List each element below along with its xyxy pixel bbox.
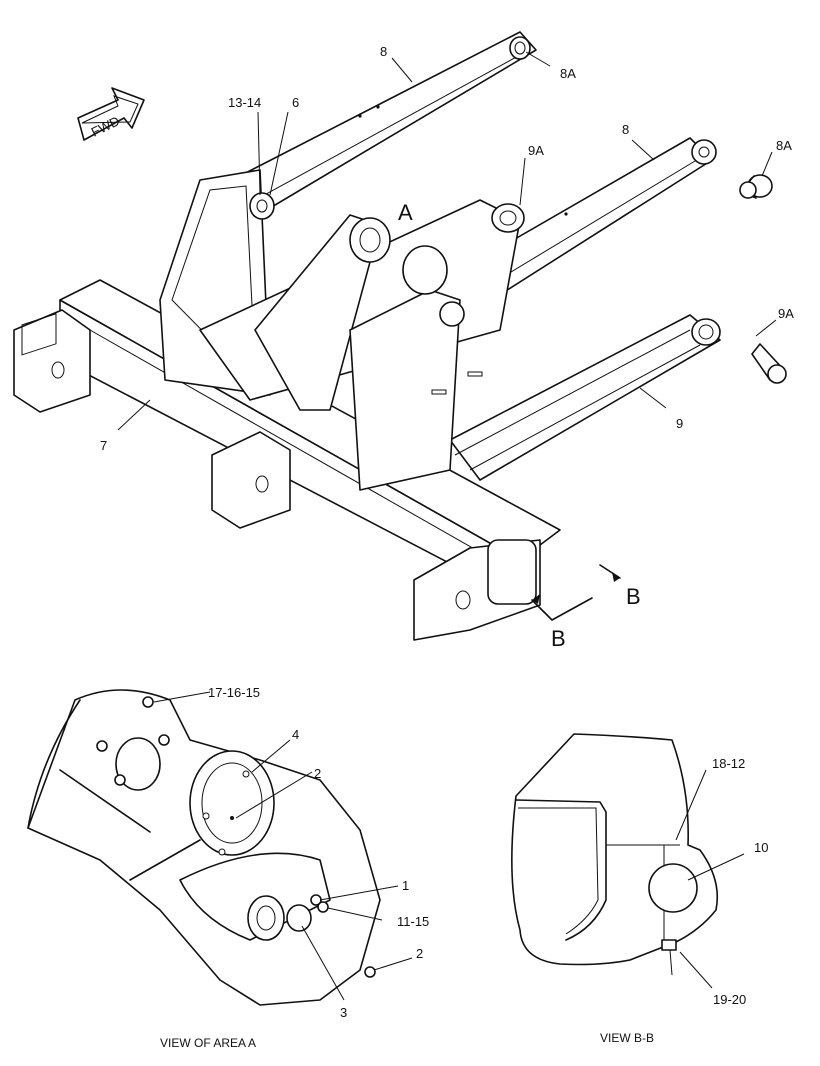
callout-6: 6 bbox=[292, 95, 299, 110]
callout-17-16-15: 17-16-15 bbox=[208, 685, 260, 700]
detail-view-a: 17-16-15 4 2 1 11-15 2 3 VIEW OF AREA A bbox=[27, 685, 429, 1050]
callout-9a-upper: 9A bbox=[528, 143, 544, 158]
caption-view-b: VIEW B-B bbox=[600, 1031, 654, 1045]
callout-3: 3 bbox=[340, 1005, 347, 1020]
section-b-marker-bottom: B bbox=[551, 626, 566, 651]
callout-9a-right: 9A bbox=[778, 306, 794, 321]
callout-2-upper: 2 bbox=[314, 766, 321, 781]
detail-view-b: 18-12 10 19-20 VIEW B-B bbox=[511, 733, 768, 1045]
callout-8-upper: 8 bbox=[380, 44, 387, 59]
callout-13-14: 13-14 bbox=[228, 95, 261, 110]
callout-1: 1 bbox=[402, 878, 409, 893]
center-tower bbox=[159, 169, 525, 491]
callout-2-lower: 2 bbox=[416, 946, 423, 961]
area-a-marker: A bbox=[398, 200, 413, 225]
section-cut-b bbox=[531, 564, 621, 621]
callout-10: 10 bbox=[754, 840, 768, 855]
upper-link-8 bbox=[231, 31, 537, 209]
callout-11-15: 11-15 bbox=[397, 914, 429, 929]
lower-link-9 bbox=[449, 314, 721, 481]
callout-4: 4 bbox=[292, 727, 299, 742]
callout-19-20: 19-20 bbox=[713, 992, 746, 1007]
bushing-8a bbox=[739, 174, 773, 199]
callout-18-12: 18-12 bbox=[712, 756, 745, 771]
callout-9: 9 bbox=[676, 416, 683, 431]
bushing-9a bbox=[751, 343, 787, 384]
callout-8a-upper: 8A bbox=[560, 66, 576, 81]
caption-view-a: VIEW OF AREA A bbox=[160, 1036, 256, 1050]
callout-8-right: 8 bbox=[622, 122, 629, 137]
main-view: FWD bbox=[13, 31, 794, 651]
callout-8a-right: 8A bbox=[776, 138, 792, 153]
section-b-marker-top: B bbox=[626, 584, 641, 609]
fwd-arrow: FWD bbox=[77, 87, 145, 141]
callout-7: 7 bbox=[100, 438, 107, 453]
